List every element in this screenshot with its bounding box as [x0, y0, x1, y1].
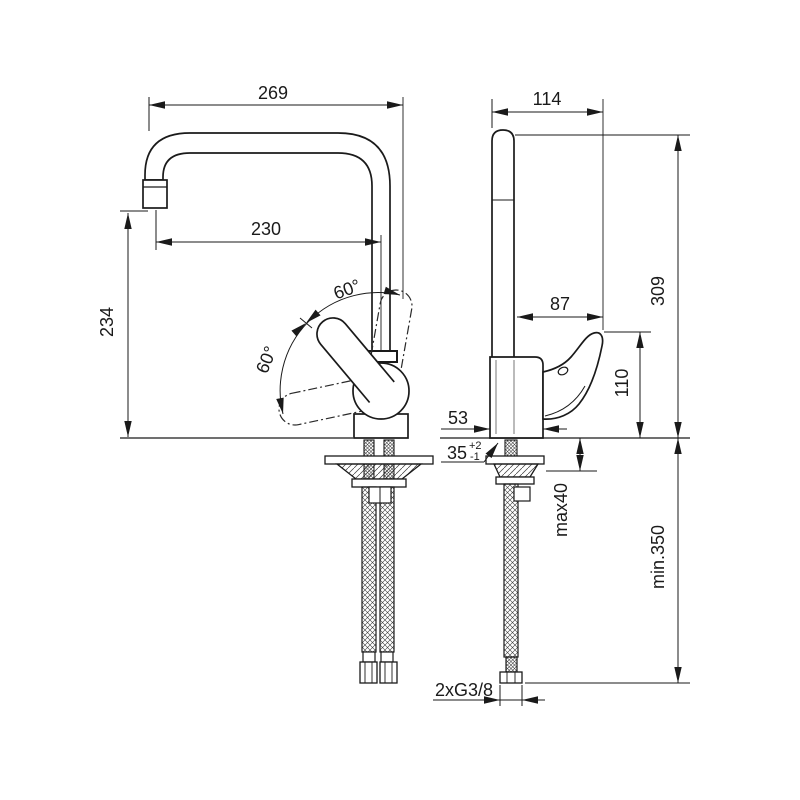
- spout-outlet: [142, 179, 168, 209]
- handle-lever-side: [542, 331, 604, 420]
- label-230: 230: [251, 219, 281, 239]
- label-35-tol-minus: -1: [470, 451, 480, 463]
- label-swivel-lower: 60°: [252, 343, 281, 376]
- faucet-body-side: [489, 356, 544, 439]
- hose-nut-right: [379, 661, 398, 684]
- label-234: 234: [97, 307, 117, 337]
- mounting-stud-side: [504, 439, 518, 458]
- dim-body-depth-53: 53: [441, 408, 567, 433]
- fixation-plate-side: [485, 455, 545, 465]
- dim-min-hose-length: min.350: [648, 438, 682, 683]
- hose-left: [361, 486, 377, 653]
- dim-overall-reach-269: 269: [148, 83, 403, 131]
- mounting-stud-right: [383, 439, 395, 458]
- label-max40: max40: [551, 483, 571, 537]
- fixation-bar-side: [495, 476, 535, 485]
- arc-arrow-end-lower: [276, 397, 284, 414]
- dim-hose-connection-g38: 2xG3/8: [433, 680, 545, 706]
- label-114: 114: [533, 89, 562, 109]
- handle-lever-front: [316, 317, 395, 404]
- side-view: [440, 99, 690, 684]
- hose-fitting-right: [380, 651, 394, 663]
- hose-nut-left: [359, 661, 378, 684]
- arc-arrow-end-upper: [383, 286, 400, 295]
- hose-nut-side: [499, 671, 523, 684]
- label-min350: min.350: [648, 525, 668, 589]
- label-swivel-upper: 60°: [331, 275, 363, 303]
- swivel-arc: [279, 292, 401, 415]
- spout-tube: [144, 132, 391, 352]
- hose-fitting-left: [362, 651, 376, 663]
- fixation-post-left: [363, 463, 375, 480]
- label-269: 269: [258, 83, 288, 103]
- dim-handle-reach-87: 87: [517, 294, 603, 321]
- dim-overall-height-309: 309: [648, 135, 682, 438]
- arc-arrow-mid-a: [306, 309, 321, 323]
- fixation-cone-front: [335, 463, 423, 480]
- label-35: 35: [447, 443, 467, 463]
- handle-seam: [544, 385, 586, 417]
- hose-fitting-side: [505, 656, 518, 673]
- label-309: 309: [648, 276, 668, 306]
- fixation-post-right: [383, 463, 395, 480]
- dim-overall-depth-114: 114: [491, 89, 603, 128]
- front-view: [120, 97, 434, 684]
- leader-arrow-35: [483, 442, 499, 463]
- hose-side: [503, 483, 519, 658]
- dim-mounting-hole-35: 35 +2 -1: [441, 440, 499, 463]
- label-87: 87: [550, 294, 570, 314]
- label-53: 53: [448, 408, 468, 428]
- riser-tube-side: [491, 129, 515, 357]
- dim-outlet-height-234: 234: [97, 210, 148, 437]
- hose-nut-side-facets: [506, 672, 516, 683]
- mounting-nut-side: [513, 486, 531, 502]
- dim-spout-reach-230: 230: [155, 210, 381, 250]
- fixation-plate-front: [324, 455, 434, 465]
- dim-handle-height-110: 110: [612, 332, 644, 438]
- label-110: 110: [612, 369, 632, 398]
- arc-arrow-mid-b: [291, 323, 306, 337]
- mounting-stud-left: [363, 439, 375, 458]
- hose-right: [379, 486, 395, 653]
- handle-indicator-dot: [557, 366, 569, 376]
- fixation-cone-side: [492, 463, 540, 478]
- fixation-bar-front: [351, 478, 407, 488]
- phantom-handle-down: [278, 377, 381, 426]
- dim-max-deck-thickness: max40: [551, 438, 584, 537]
- label-35-tol-plus: +2: [469, 440, 482, 452]
- label-g38: 2xG3/8: [435, 680, 493, 700]
- hose-nut-facets: [364, 662, 393, 683]
